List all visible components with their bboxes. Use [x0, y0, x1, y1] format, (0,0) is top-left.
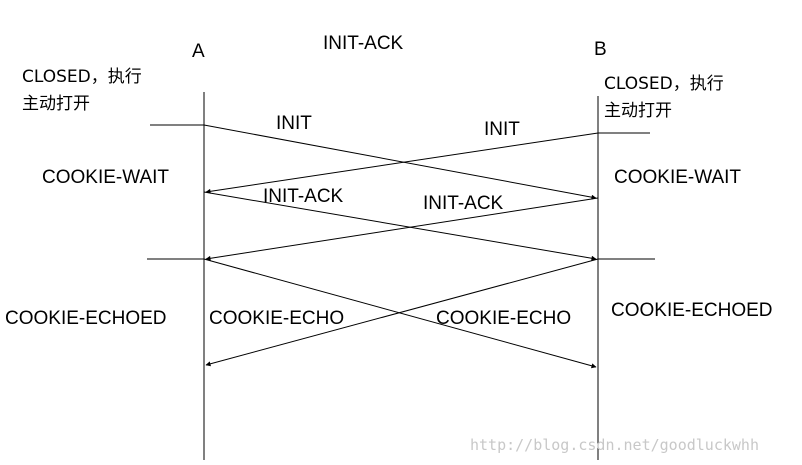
a-state-closed-line2: 主动打开 [22, 94, 90, 114]
msg-init-b-label: INIT [484, 119, 520, 140]
arrow-init-ack-a-to-b [203, 191, 597, 261]
arrow-init-a-to-b [203, 124, 597, 200]
msg-init-ack-a-label: INIT-ACK [263, 186, 344, 207]
arrow-cookie-echo-b-to-a [205, 258, 599, 367]
a-state-cookie-wait: COOKIE-WAIT [42, 167, 169, 188]
endpoint-a-label: A [192, 41, 205, 62]
arrow-init-ack-b-to-a [205, 197, 599, 261]
msg-cookie-echo-a-label: COOKIE-ECHO [209, 308, 344, 329]
msg-cookie-echo-b-label: COOKIE-ECHO [436, 308, 571, 329]
a-state-closed-line1: CLOSED，执行 [22, 67, 142, 87]
arrow-init-b-to-a [205, 132, 599, 194]
top-init-ack-label: INIT-ACK [323, 33, 404, 54]
b-state-closed-line1: CLOSED，执行 [604, 74, 724, 94]
b-state-cookie-echoed: COOKIE-ECHOED [611, 300, 773, 321]
b-state-closed-line2: 主动打开 [604, 101, 672, 121]
a-state-cookie-echoed: COOKIE-ECHOED [5, 308, 167, 329]
endpoint-b-label: B [594, 39, 607, 60]
msg-init-ack-b-label: INIT-ACK [423, 193, 504, 214]
watermark-text: http://blog.csdn.net/goodluckwhh [470, 436, 759, 454]
msg-init-a-label: INIT [276, 113, 312, 134]
b-state-cookie-wait: COOKIE-WAIT [614, 167, 741, 188]
